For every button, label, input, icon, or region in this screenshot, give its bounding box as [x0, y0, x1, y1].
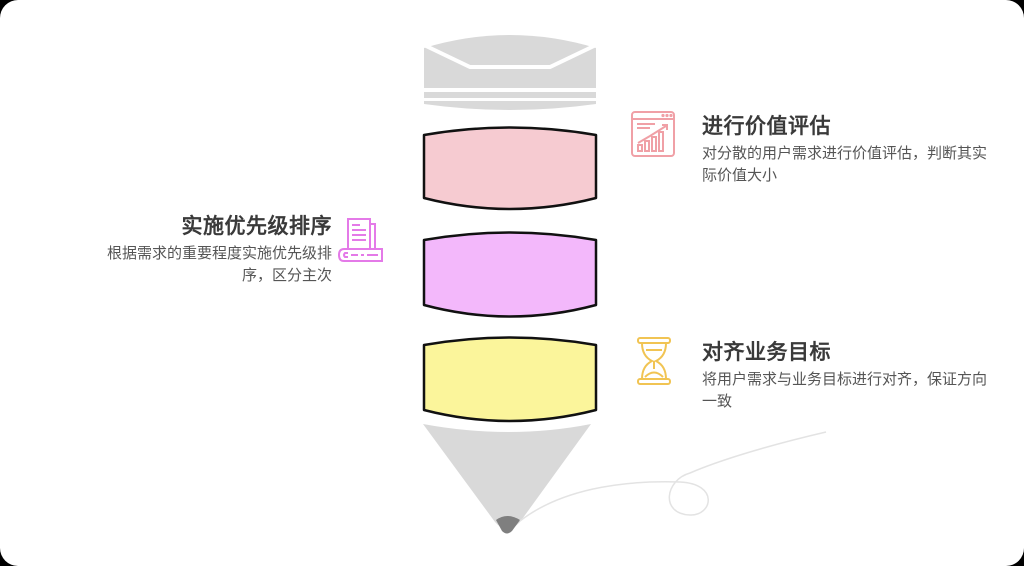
pencil-segment-3: [422, 336, 598, 423]
pencil-cone: [423, 424, 591, 529]
item-evaluate: 进行价值评估 对分散的用户需求进行价值评估，判断其实际价值大小: [702, 112, 992, 186]
trail-line: [519, 431, 827, 522]
item-description-line-2: 序，区分主次: [241, 266, 332, 284]
item-title: 实施优先级排序: [181, 214, 332, 238]
pencil-eraser: [423, 35, 597, 110]
item-align: 对齐业务目标 将用户需求与业务目标进行对齐，保证方向一致: [702, 338, 992, 412]
item-description-line-1: 根据需求的重要程度实施优先级排: [106, 244, 332, 262]
book-document-icon: [336, 216, 386, 268]
pencil-segment-2: [422, 231, 598, 318]
pencil-tip: [496, 516, 520, 534]
item-description: 对分散的用户需求进行价值评估，判断其实际价值大小: [702, 144, 988, 184]
pencil-segment-1: [422, 126, 598, 211]
item-title: 进行价值评估: [702, 114, 831, 138]
item-description: 根据需求的重要程度实施优先级排 序，区分主次: [40, 242, 332, 286]
item-prioritize: 实施优先级排序 根据需求的重要程度实施优先级排 序，区分主次: [40, 212, 332, 286]
item-title: 对齐业务目标: [702, 340, 831, 364]
hourglass-icon: [634, 336, 674, 390]
item-description: 将用户需求与业务目标进行对齐，保证方向一致: [702, 370, 988, 410]
chart-growth-icon: [630, 110, 676, 162]
